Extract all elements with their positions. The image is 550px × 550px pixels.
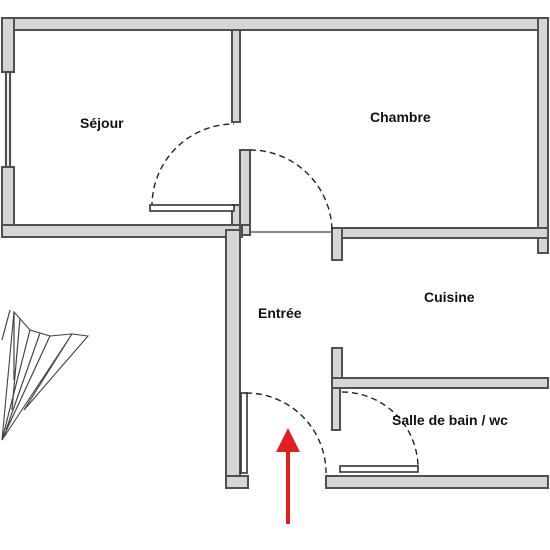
wall-sejour-bottom — [1, 224, 243, 238]
wall-chambre-bottom-left — [241, 224, 251, 236]
wall-chambre-stub — [239, 149, 251, 231]
spiral-stair-icon — [1, 309, 90, 441]
wall-chambre-bottom-right — [331, 227, 549, 239]
sejour-door-swing — [151, 123, 235, 209]
room-label-cuisine: Cuisine — [424, 289, 475, 305]
room-label-sejour: Séjour — [80, 115, 124, 131]
sdb-door-swing — [341, 391, 419, 469]
sejour-door-leaf[interactable] — [149, 204, 235, 212]
wall-left-upper — [1, 17, 15, 73]
wall-sdb-top-horizontal — [331, 377, 549, 389]
wall-cuisine-stub — [331, 227, 343, 261]
entrance-door-swing — [245, 392, 327, 474]
wall-sejour-chambre-upper — [231, 29, 241, 123]
wall-bottom — [325, 475, 549, 489]
red-arrow-up-icon — [276, 428, 300, 524]
wall-bottom-entree-left — [225, 475, 249, 489]
room-label-salle-de-bain: Salle de bain / wc — [392, 412, 508, 428]
sdb-door-leaf[interactable] — [339, 465, 419, 473]
wall-entree-left — [225, 229, 241, 488]
room-label-chambre: Chambre — [370, 109, 431, 125]
wall-top — [1, 17, 549, 31]
wall-right — [537, 17, 549, 254]
entrance-door-leaf[interactable] — [240, 392, 248, 474]
room-label-entree: Entrée — [258, 305, 302, 321]
chambre-door-swing — [249, 149, 333, 231]
window-left — [4, 70, 12, 169]
wall-sdb-left — [331, 387, 341, 431]
